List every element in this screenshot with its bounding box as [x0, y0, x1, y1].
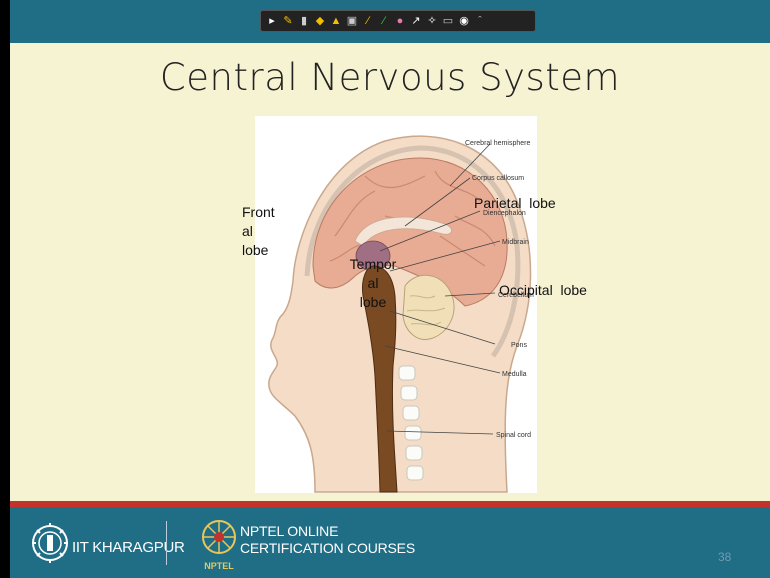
nptel-logo: NPTEL	[200, 515, 238, 573]
label-medulla: Medulla	[502, 371, 527, 378]
laser-icon[interactable]: ●	[393, 13, 407, 29]
parietal-lobe-label: Parietal lobe	[474, 194, 556, 213]
screen-icon[interactable]: ▭	[441, 13, 455, 29]
settings-icon[interactable]: ◉	[457, 13, 471, 29]
highlighter-icon[interactable]: ▮	[297, 13, 311, 29]
temporal-lobe-label: Tempor al lobe	[348, 255, 398, 312]
slide: ▸ ✎ ▮ ◆ ▲ ▣ ∕ ∕ ● ↗ ✧ ▭ ◉ ˆ Central Nerv…	[10, 0, 770, 578]
line-icon[interactable]: ∕	[361, 13, 375, 29]
frontal-lobe-label: Front al lobe	[242, 203, 275, 260]
zoom-icon[interactable]: ✧	[425, 13, 439, 29]
label-corpus-callosum: Corpus callosum	[472, 175, 524, 182]
label-cerebral-hemisphere: Cerebral hemisphere	[465, 140, 530, 147]
nptel-line-2: CERTIFICATION COURSES	[240, 540, 415, 556]
page-number: 38	[718, 550, 731, 564]
annotation-toolbar: ▸ ✎ ▮ ◆ ▲ ▣ ∕ ∕ ● ↗ ✧ ▭ ◉ ˆ	[260, 10, 536, 32]
close-icon[interactable]: ˆ	[473, 13, 487, 29]
pen-icon[interactable]: ✎	[281, 13, 295, 29]
arrow-icon[interactable]: ↗	[409, 13, 423, 29]
footer-separator	[166, 521, 167, 565]
temporal-lobe-text-1: Tempor	[348, 255, 398, 274]
slide-title: Central Nervous System	[10, 56, 770, 99]
label-midbrain: Midbrain	[502, 239, 529, 246]
frontal-lobe-text-2: al	[242, 222, 275, 241]
eraser-icon[interactable]: ◆	[313, 13, 327, 29]
label-pons: Pons	[511, 342, 527, 349]
iit-kharagpur-logo	[30, 521, 70, 565]
footer: IIT KHARAGPUR NPTEL NPTEL ONLINE CERTIFI…	[10, 507, 770, 578]
frontal-lobe-text-1: Front	[242, 203, 275, 222]
occipital-lobe-label: Occipital lobe	[499, 281, 587, 300]
label-spinal-cord: Spinal cord	[496, 432, 531, 439]
frontal-lobe-text-3: lobe	[242, 241, 275, 260]
pointer-icon[interactable]: ▸	[265, 13, 279, 29]
institute-name: IIT KHARAGPUR	[72, 539, 185, 556]
shape-icon[interactable]: ▲	[329, 13, 343, 29]
nptel-line-1: NPTEL ONLINE	[240, 523, 338, 539]
temporal-lobe-text-3: lobe	[348, 293, 398, 312]
temporal-lobe-text-2: al	[348, 274, 398, 293]
nptel-logo-text: NPTEL	[204, 561, 234, 571]
marker-icon[interactable]: ∕	[377, 13, 391, 29]
text-icon[interactable]: ▣	[345, 13, 359, 29]
